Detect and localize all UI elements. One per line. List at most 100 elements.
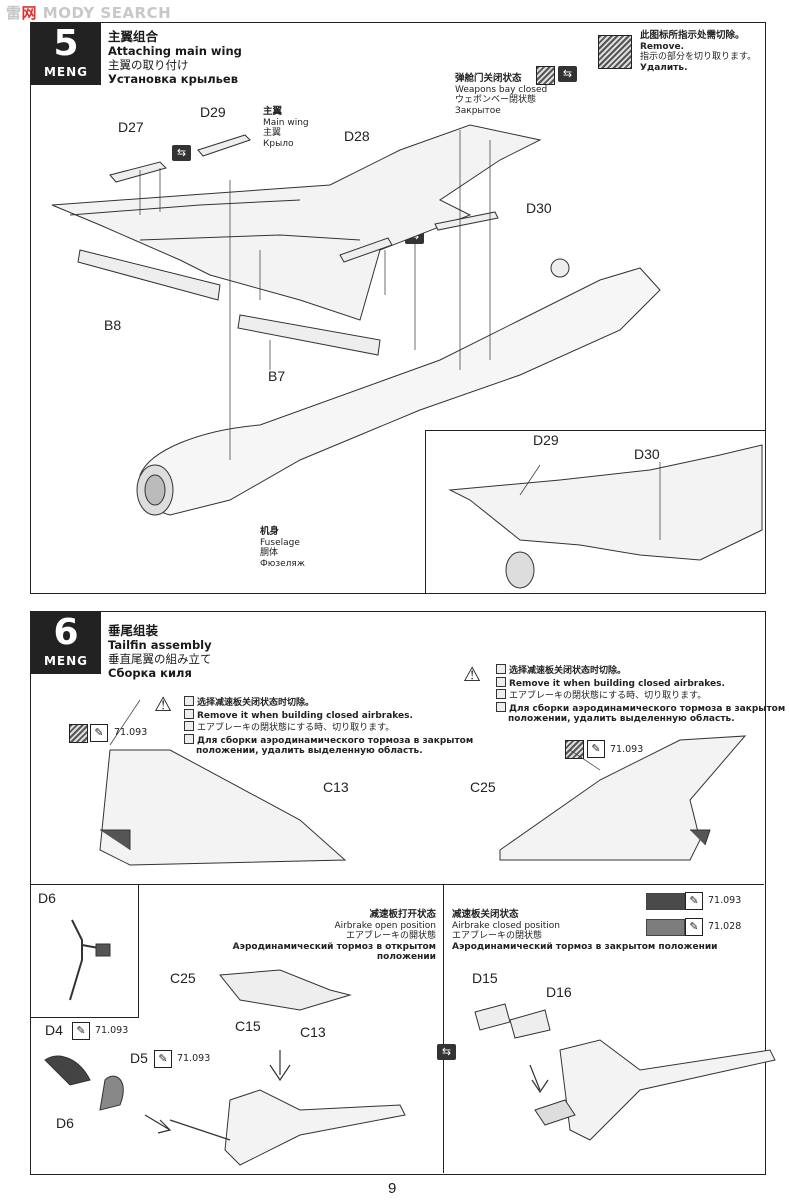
- main-wing-zh: 主翼: [263, 106, 283, 117]
- inset-label-d29: D29: [533, 432, 559, 448]
- swap-icon-closed: ⇆: [437, 1044, 456, 1060]
- step5-title-en: Attaching main wing: [108, 44, 242, 58]
- part-label-d6-top: D6: [38, 890, 56, 906]
- airbrake-closed-zh: 减速板关闭状态: [452, 909, 519, 920]
- knife-icon-left: ✎: [90, 724, 108, 742]
- airbrake-note-right-ja: エアブレーキの閉状態にする時、切り取ります。: [509, 691, 707, 701]
- knife-icon-swatch-1: ✎: [685, 892, 703, 910]
- paint-code-swatch-1: 71.093: [708, 895, 742, 906]
- fuselage-ja: 胴体: [260, 548, 279, 558]
- weapons-bay-cut-icon: [536, 66, 555, 85]
- weapons-bay-ru: Закрытое: [455, 105, 501, 116]
- swap-icon-d27: ⇆: [172, 145, 191, 161]
- paint-code-left: 71.093: [114, 727, 148, 738]
- weapons-bay-note: 弹舱门关闭状态 Weapons bay closed ウェポンベー閉状態 Зак…: [455, 73, 548, 116]
- main-wing-ja: 主翼: [263, 128, 282, 138]
- step6-title-zh: 垂尾组装: [108, 623, 159, 638]
- knife-icon-right: ✎: [587, 740, 605, 758]
- main-wing-ru: Крыло: [263, 138, 294, 149]
- step5-title-ja: 主翼の取り付け: [108, 58, 189, 72]
- weapons-bay-zh: 弹舱门关闭状态: [455, 73, 522, 84]
- paint-code-d5: 71.093: [177, 1053, 211, 1064]
- step6-number: 6: [53, 612, 79, 653]
- remove-note-ru: Удалить.: [640, 62, 688, 73]
- watermark-accent: 网: [21, 4, 38, 22]
- airbrake-closed-ja: エアブレーキの閉状態: [452, 931, 543, 941]
- swap-icon-d28: ⇆: [405, 228, 424, 244]
- warning-icon-right: ⚠: [463, 662, 481, 686]
- part-label-d16: D16: [546, 984, 572, 1000]
- weapons-bay-en: Weapons bay closed: [455, 84, 548, 95]
- airbrake-note-left-ru2: положении, удалить выделенную область.: [196, 746, 423, 756]
- step5-title-zh: 主翼组合: [108, 29, 159, 44]
- remove-note-en: Remove.: [640, 41, 684, 52]
- part-label-c25: C25: [470, 779, 496, 795]
- part-label-c25-sub: C25: [170, 970, 196, 986]
- airbrake-open-ru: Аэродинамический тормоз в открытом полож…: [232, 941, 436, 963]
- airbrake-note-right-ru2: положении, удалить выделенную область.: [508, 714, 735, 724]
- part-label-c13: C13: [323, 779, 349, 795]
- remove-note-zh: 此图标所指示处需切除。: [640, 30, 745, 41]
- part-label-b8: B8: [104, 317, 122, 333]
- fuselage-label: 机身 Fuselage 胴体 Фюзеляж: [260, 526, 305, 569]
- step6-title-ja: 垂直尾翼の組み立て: [108, 652, 212, 666]
- watermark: 雷网 MODY SEARCH: [6, 2, 171, 23]
- part-label-d27: D27: [118, 119, 144, 135]
- airbrake-closed-label: 减速板关闭状态 Airbrake closed position エアブレーキの…: [452, 909, 718, 952]
- step5-title-ru: Установка крыльев: [108, 72, 239, 86]
- airbrake-note-right-zh: 选择减速板关闭状态时切除。: [509, 666, 627, 676]
- warning-icon-left: ⚠: [154, 692, 172, 716]
- step5-inset: [425, 430, 765, 593]
- step6-title: 垂尾组装 Tailfin assembly 垂直尾翼の組み立て Сборка к…: [108, 623, 212, 681]
- step5-brand-logo: MENG: [43, 65, 89, 79]
- sub-panel-divider-vertical: [443, 884, 444, 1173]
- knife-icon-d5: ✎: [154, 1050, 172, 1068]
- fuselage-ru: Фюзеляж: [260, 558, 305, 569]
- paint-code-swatch-2: 71.028: [708, 921, 742, 932]
- sub-panel-divider-top: [30, 884, 764, 885]
- part-label-d30: D30: [526, 200, 552, 216]
- airbrake-open-ja: エアブレーキの開状態: [345, 931, 436, 941]
- part-label-c13-sub: C13: [300, 1024, 326, 1040]
- airbrake-open-zh: 减速板打开状态: [369, 909, 436, 920]
- step6-title-ru: Сборка киля: [108, 666, 192, 680]
- part-label-d4: D4: [45, 1022, 63, 1038]
- airbrake-note-left-ru1: Для сборки аэродинамического тормоза в з…: [197, 735, 474, 746]
- part-label-d28: D28: [344, 128, 370, 144]
- paint-swatch-1: [646, 893, 685, 910]
- step5-number: 5: [53, 23, 79, 64]
- cut-icon-left: [69, 724, 88, 743]
- main-wing-label: 主翼 Main wing 主翼 Крыло: [263, 106, 309, 149]
- weapons-bay-swap-icon: ⇆: [558, 66, 577, 82]
- airbrake-note-left-zh: 选择减速板关闭状态时切除。: [197, 698, 315, 708]
- airbrake-note-left-ja: エアブレーキの閉状態にする時、切り取ります。: [197, 723, 395, 733]
- cut-icon-right: [565, 740, 584, 759]
- main-wing-en: Main wing: [263, 117, 309, 128]
- inset-label-d30: D30: [634, 446, 660, 462]
- paint-swatch-2: [646, 919, 685, 936]
- paint-code-right: 71.093: [610, 744, 644, 755]
- airbrake-note-right: 选择减速板关闭状态时切除。 Remove it when building cl…: [496, 664, 785, 725]
- remove-note: 此图标所指示处需切除。 Remove. 指示の部分を切り取ります。 Удалит…: [640, 30, 757, 73]
- airbrake-open-en: Airbrake open position: [334, 920, 436, 931]
- airbrake-note-left: 选择减速板关闭状态时切除。 Remove it when building cl…: [184, 696, 473, 757]
- airbrake-closed-ru: Аэродинамический тормоз в закрытом полож…: [452, 941, 718, 952]
- step6-title-en: Tailfin assembly: [108, 638, 212, 652]
- part-label-c15: C15: [235, 1018, 261, 1034]
- airbrake-note-right-ru1: Для сборки аэродинамического тормоза в з…: [509, 703, 786, 714]
- airbrake-note-right-en: Remove it when building closed airbrakes…: [509, 678, 725, 689]
- knife-icon-swatch-2: ✎: [685, 918, 703, 936]
- part-label-d6-bottom: D6: [56, 1115, 74, 1131]
- part-label-b7: B7: [268, 368, 286, 384]
- paint-code-d4: 71.093: [95, 1025, 129, 1036]
- part-label-d29: D29: [200, 104, 226, 120]
- weapons-bay-ja: ウェポンベー閉状態: [455, 95, 537, 105]
- airbrake-open-label: 减速板打开状态 Airbrake open position エアブレーキの開状…: [200, 909, 436, 963]
- watermark-prefix: 雷: [6, 4, 22, 22]
- step5-title: 主翼组合 Attaching main wing 主翼の取り付け Установ…: [108, 29, 242, 87]
- page-number: 9: [388, 1180, 397, 1197]
- airbrake-note-left-en: Remove it when building closed airbrakes…: [197, 710, 413, 721]
- airbrake-closed-en: Airbrake closed position: [452, 920, 560, 931]
- step5-badge: 5 MENG: [31, 23, 101, 85]
- remove-note-ja: 指示の部分を切り取ります。: [640, 52, 757, 62]
